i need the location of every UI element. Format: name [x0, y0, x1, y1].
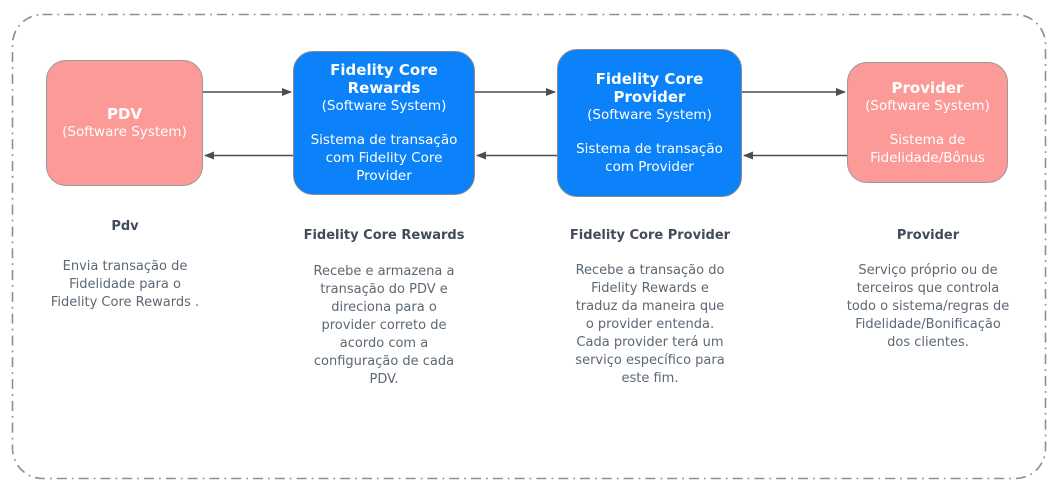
caption-summary-provider: Serviço próprio ou de terceiros que cont… — [846, 263, 1010, 350]
system-box-fidelity-core-rewards: Fidelity Core Rewards (Software System) … — [293, 51, 475, 195]
system-description: Sistema de transação com Provider — [576, 141, 723, 175]
system-description: Sistema de transação com Fidelity Core P… — [310, 132, 458, 184]
system-description: Sistema de Fidelidade/Bônus — [870, 131, 985, 166]
system-name: Provider — [891, 78, 964, 97]
system-name: PDV — [106, 105, 143, 123]
system-type: (Software System) — [62, 124, 187, 140]
system-name: Fidelity Core Provider — [595, 70, 704, 106]
system-box-fidelity-core-provider: Fidelity Core Provider (Software System)… — [557, 49, 742, 197]
system-type: (Software System) — [865, 97, 990, 114]
caption-label-pdv: Pdv — [111, 219, 139, 234]
caption-label-fidelity-core-provider: Fidelity Core Provider — [569, 228, 731, 243]
system-type: (Software System) — [587, 107, 712, 123]
caption-label-provider: Provider — [896, 228, 960, 243]
caption-summary-fidelity-core-provider: Recebe a transação do Fidelity Rewards e… — [575, 263, 725, 386]
system-name: Fidelity Core Rewards — [330, 61, 438, 97]
caption-summary-fidelity-core-rewards: Recebe e armazena a transação do PDV e d… — [313, 264, 455, 387]
caption-summary-pdv: Envia transação de Fidelidade para o Fid… — [50, 259, 200, 310]
system-box-provider: Provider (Software System) Sistema de Fi… — [847, 62, 1008, 183]
system-box-pdv: PDV (Software System) — [46, 60, 203, 186]
system-type: (Software System) — [321, 98, 447, 114]
caption-label-fidelity-core-rewards: Fidelity Core Rewards — [303, 228, 465, 243]
